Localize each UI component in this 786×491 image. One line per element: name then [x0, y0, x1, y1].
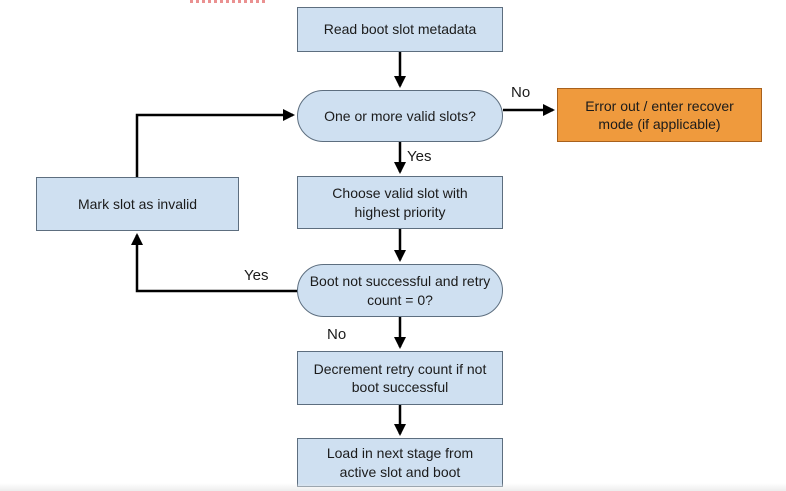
- node-boot-not-successful-check: Boot not successful and retry count = 0?: [297, 264, 503, 317]
- node-choose-valid-slot: Choose valid slot with highest priority: [297, 176, 503, 229]
- edge-label-yes-to-choose: Yes: [407, 148, 432, 165]
- edge-label-yes-to-mark-invalid: Yes: [244, 267, 269, 284]
- node-decrement-retry-count: Decrement retry count if not boot succes…: [297, 351, 503, 405]
- edge-label-no-to-decrement: No: [327, 326, 347, 343]
- edge-label-no-to-error: No: [511, 84, 531, 101]
- node-mark-slot-invalid: Mark slot as invalid: [36, 177, 239, 231]
- node-error-out-recover-mode: Error out / enter recover mode (if appli…: [557, 88, 762, 142]
- edge-bootcheck-to-markinvalid: [131, 233, 297, 293]
- node-load-next-stage: Load in next stage from active slot and …: [297, 438, 503, 487]
- red-dashed-marker: [190, 0, 266, 3]
- bottom-fade: [0, 483, 786, 491]
- node-read-boot-slot-metadata: Read boot slot metadata: [297, 7, 503, 52]
- edge-markinvalid-to-valid: [135, 109, 295, 177]
- node-one-or-more-valid-slots: One or more valid slots?: [297, 90, 503, 142]
